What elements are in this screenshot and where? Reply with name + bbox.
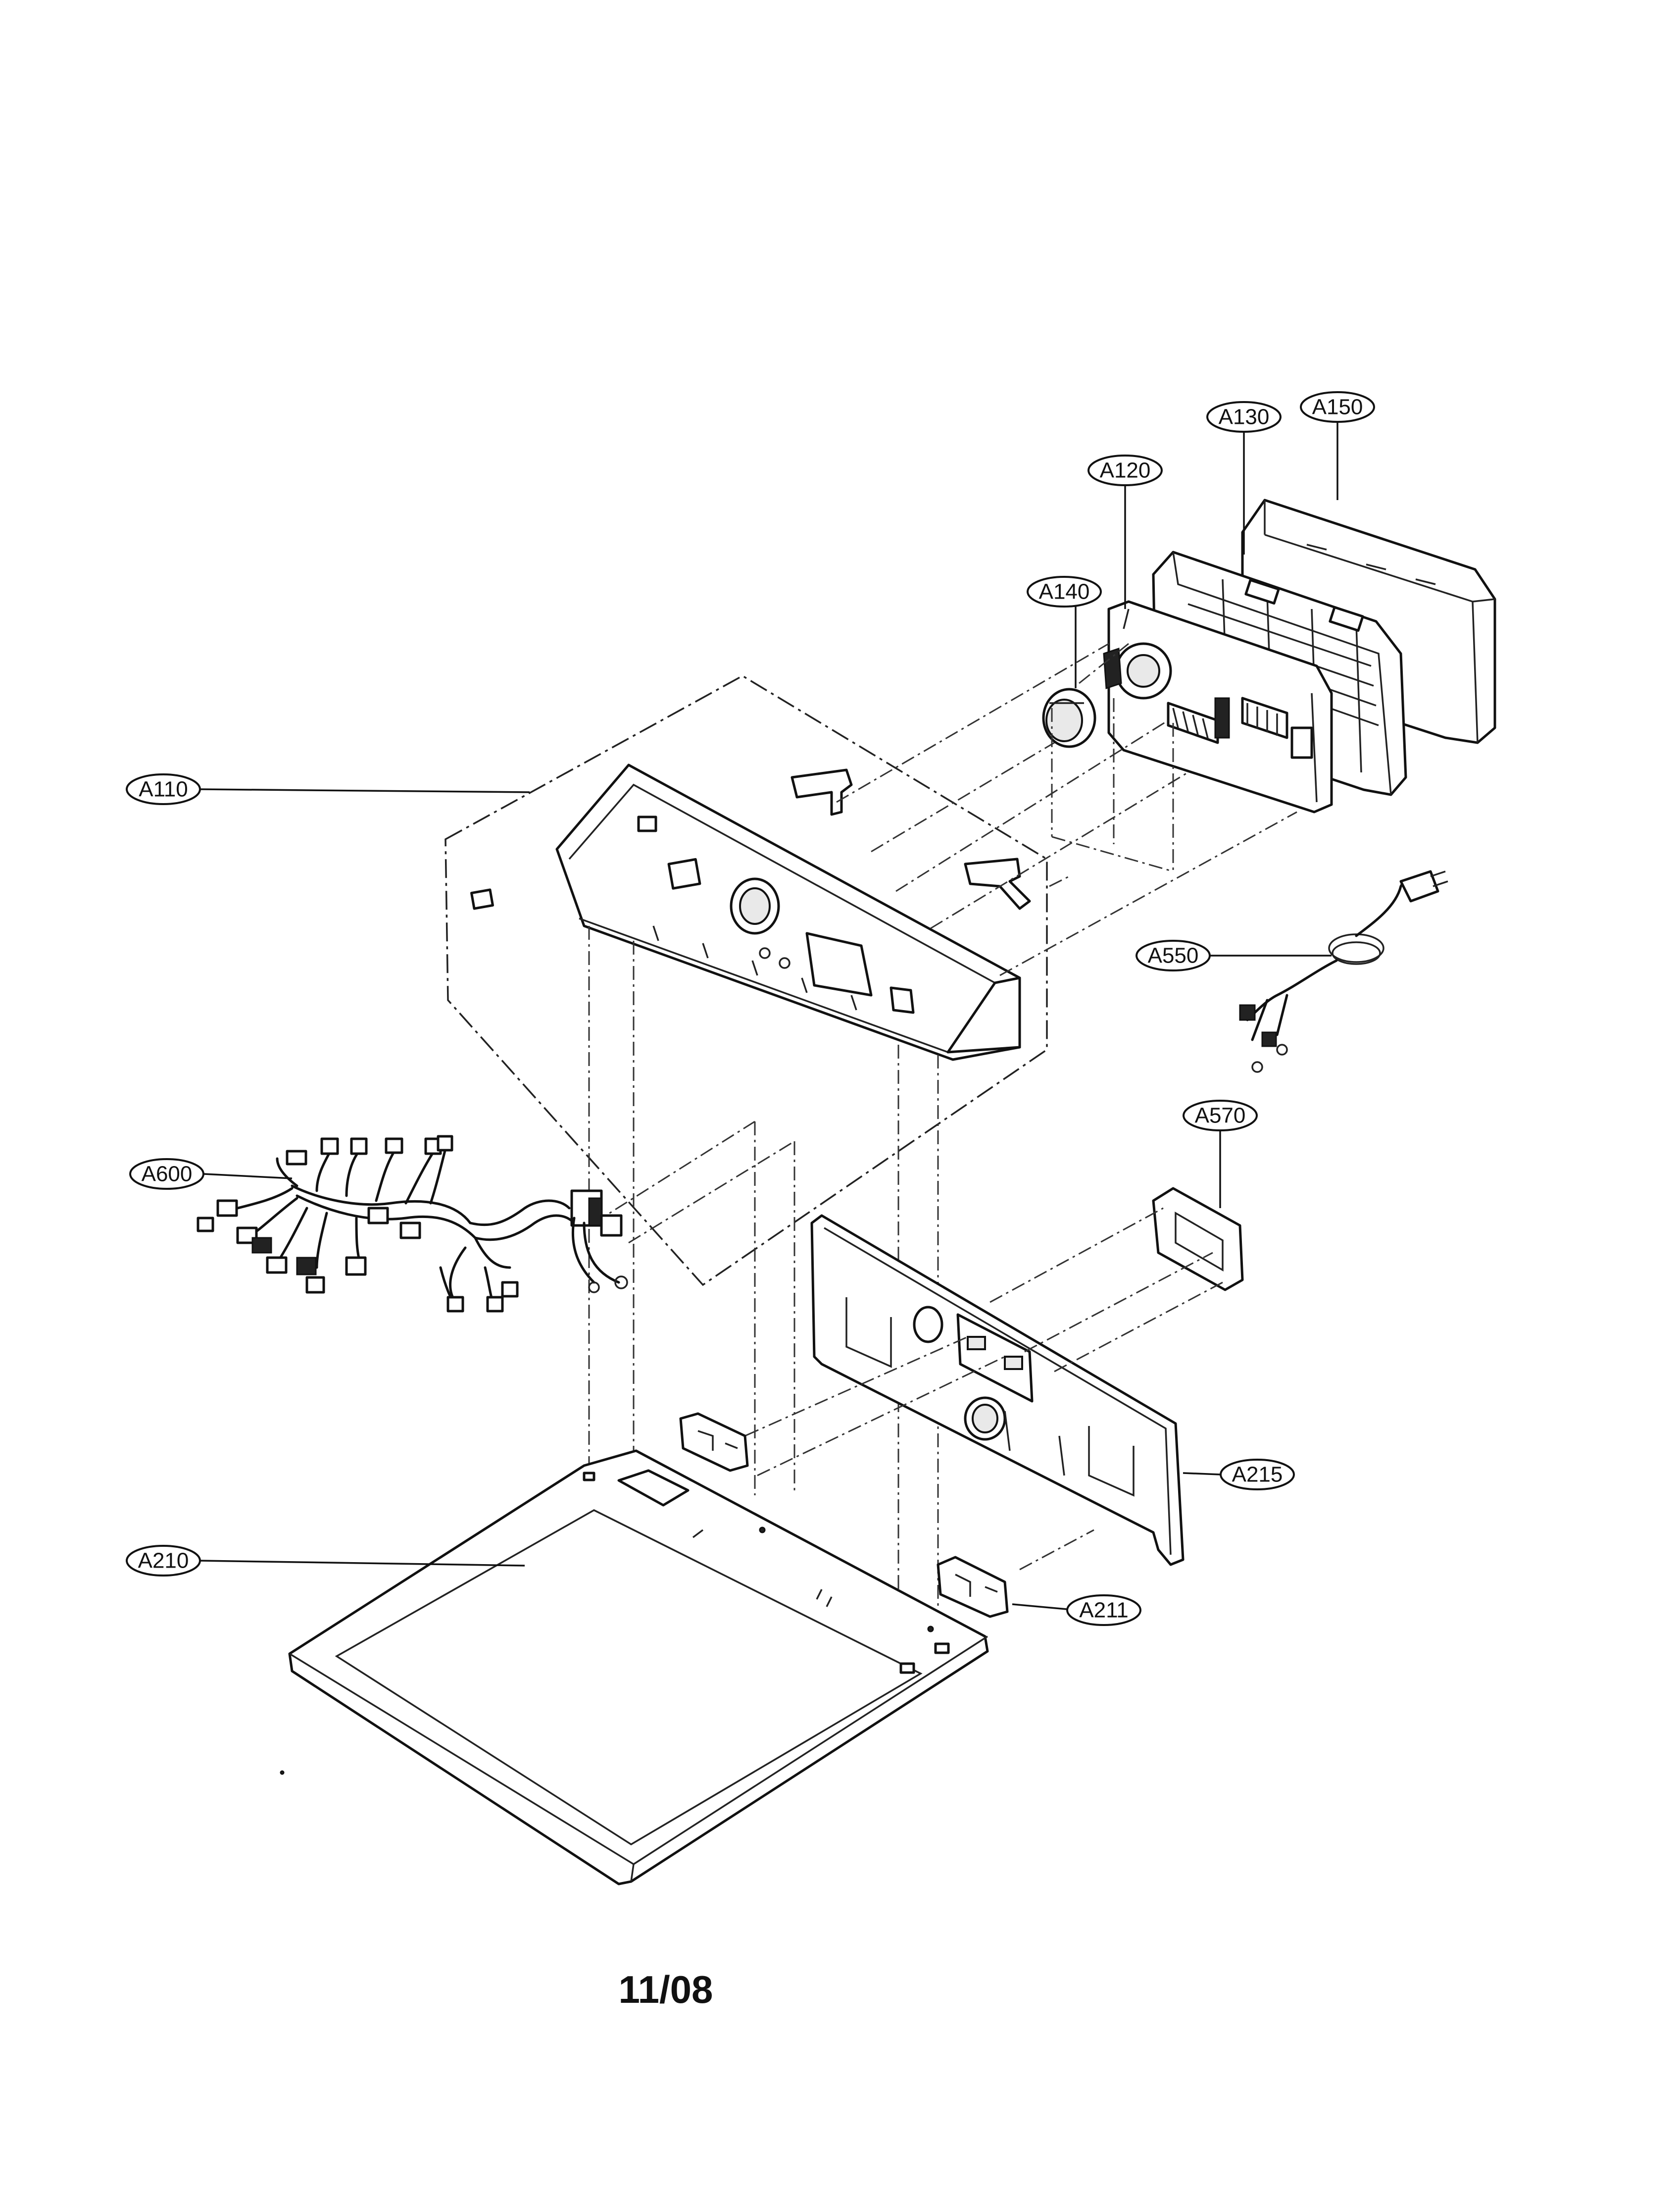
callout-a570: A570 [1183,1100,1258,1131]
callout-a140: A140 [1027,576,1102,608]
part-a120-pcb [1103,600,1333,814]
part-a210-top-plate [280,1449,989,1885]
part-a140-knob [1042,688,1096,748]
callout-a130-text: A130 [1219,405,1270,429]
part-a215-back-panel [810,1214,1185,1566]
callout-a550-text: A550 [1148,944,1199,968]
callout-a600: A600 [129,1158,204,1190]
callout-a570-text: A570 [1195,1104,1246,1128]
part-a570-bracket [1152,1187,1244,1291]
assembly-lines-panel [836,643,1297,976]
callout-leaders [200,422,1338,1610]
part-a550-power-cord [1239,870,1448,1073]
callout-a120: A120 [1087,455,1163,486]
callout-a140-text: A140 [1039,580,1090,604]
callout-a600-text: A600 [142,1162,193,1186]
callout-a130: A130 [1206,401,1282,433]
part-a110-control-panel [470,763,1021,1061]
footer-date-code: 11/08 [619,1968,713,2011]
a110-clips [791,768,1031,910]
part-a600-wire-harness [197,1135,628,1313]
part-a211-brackets [679,1412,1009,1618]
callout-a215-text: A215 [1232,1463,1283,1487]
assembly-lines-back [722,1207,1223,1571]
callout-a150-text: A150 [1312,395,1363,419]
callout-a110-text: A110 [139,777,188,802]
callout-a211: A211 [1066,1594,1141,1626]
callout-a120-text: A120 [1100,458,1151,483]
callout-a211-text: A211 [1079,1598,1129,1623]
callout-a110: A110 [126,773,201,805]
callout-a550: A550 [1136,940,1211,971]
callout-a150: A150 [1300,391,1375,423]
callout-a215: A215 [1220,1459,1295,1490]
callout-a210-text: A210 [138,1549,189,1573]
a110-assembly-boundary [445,674,1048,1286]
callout-a210: A210 [126,1545,201,1577]
